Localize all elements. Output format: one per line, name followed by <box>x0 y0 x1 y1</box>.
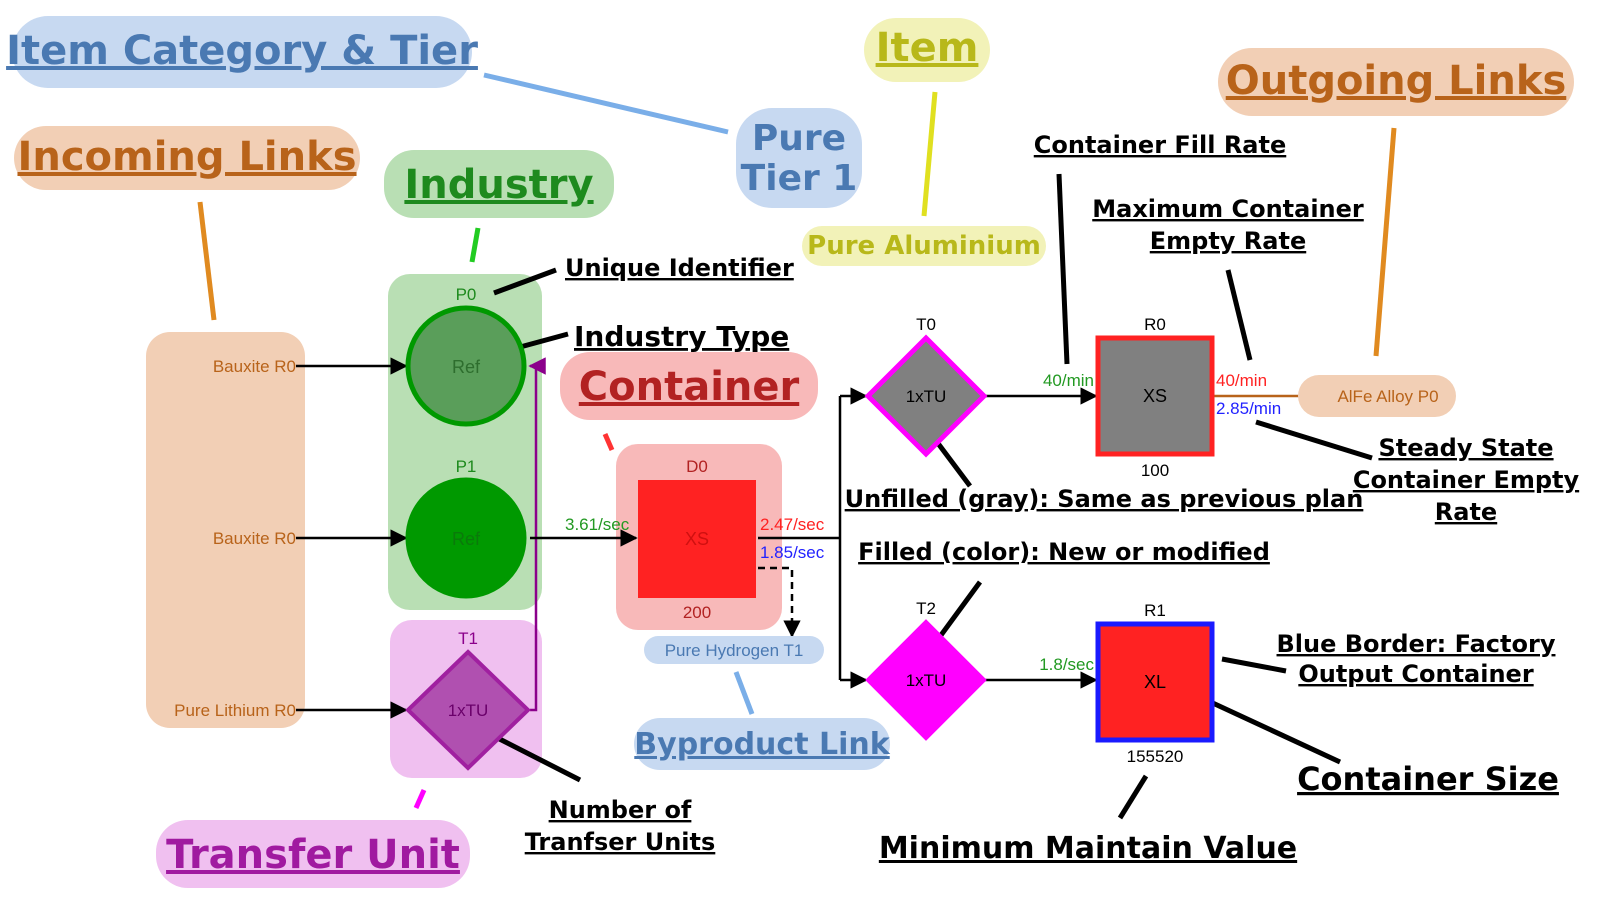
callout-container-fill-rate: Container Fill Rate <box>1034 131 1287 159</box>
callout-blue-border-2: Output Container <box>1298 660 1534 688</box>
category-line1: Pure <box>752 118 846 159</box>
category-tier-box <box>736 108 862 208</box>
container-d0-min: 200 <box>683 603 711 622</box>
callout-incoming-links: Incoming Links <box>17 134 356 180</box>
rate-r0-out-max: 40/min <box>1216 371 1267 390</box>
transfer-t1-label: 1xTU <box>448 701 489 720</box>
callout-unfilled-gray: Unfilled (gray): Same as previous plan <box>845 485 1364 513</box>
leader-max-empty <box>1225 269 1253 361</box>
callout-blue-border-1: Blue Border: Factory <box>1277 630 1556 658</box>
callout-pill-container <box>560 352 818 420</box>
rate-r1-in: 1.8/sec <box>1039 655 1094 674</box>
callout-unique-identifier: Unique Identifier <box>565 254 794 282</box>
callout-item-category-tier: Item Category & Tier <box>6 28 478 74</box>
leader-steady-state <box>1255 419 1373 461</box>
output-link-box[interactable] <box>1298 375 1456 417</box>
callout-num-transfer-1: Number of <box>549 796 692 824</box>
leader-item-category <box>483 72 729 135</box>
callout-max-empty-rate-1: Maximum Container <box>1092 195 1364 223</box>
item-name: Pure Aluminium <box>807 231 1041 261</box>
callout-max-empty-rate-2: Empty Rate <box>1150 227 1306 255</box>
leader-filled <box>933 580 983 644</box>
callout-minimum-maintain: Minimum Maintain Value <box>879 831 1297 866</box>
container-r0-id: R0 <box>1144 315 1166 334</box>
callout-steady-state-3: Rate <box>1435 498 1497 526</box>
leader-container <box>602 432 615 452</box>
leader-item <box>921 91 938 217</box>
leader-fill-rate <box>1056 173 1070 365</box>
container-r0-size: XS <box>1143 386 1167 406</box>
rate-d0-in: 3.61/sec <box>565 515 630 534</box>
leader-outgoing <box>1373 127 1397 357</box>
leader-transfer <box>413 788 427 810</box>
callout-outgoing-links: Outgoing Links <box>1226 58 1567 104</box>
industry-p1-id: P1 <box>456 457 477 476</box>
input-label-3: Pure Lithium R0 <box>174 701 296 720</box>
callout-pill-item <box>864 18 990 82</box>
callout-num-transfer-2: Tranfser Units <box>525 828 716 856</box>
rate-r0-out-steady: 2.85/min <box>1216 399 1281 418</box>
input-label-2: Bauxite R0 <box>213 529 296 548</box>
transfer-t0-id: T0 <box>916 315 936 334</box>
container-r1-min: 155520 <box>1127 747 1184 766</box>
industry-p1-type: Ref <box>452 529 481 549</box>
transfer-t2-id: T2 <box>916 599 936 618</box>
container-r0-min: 100 <box>1141 461 1169 480</box>
callout-industry-type: Industry Type <box>574 320 789 353</box>
industry-p1-node[interactable] <box>405 477 527 599</box>
leader-industry <box>469 227 481 263</box>
industry-p0-type: Ref <box>452 357 481 377</box>
transfer-t0-node[interactable] <box>864 334 988 458</box>
inputs-group-box <box>146 332 305 728</box>
transfer-t0-label: 1xTU <box>906 387 947 406</box>
container-d0-id: D0 <box>686 457 708 476</box>
industry-p0-id: P0 <box>456 285 477 304</box>
callout-container-size: Container Size <box>1297 760 1559 798</box>
leader-unique-id <box>493 267 557 296</box>
callout-pill-transfer <box>156 820 470 888</box>
callout-byproduct-link: Byproduct Link <box>634 727 890 762</box>
container-r1-node[interactable] <box>1095 621 1215 743</box>
container-d0-node[interactable] <box>638 480 756 598</box>
leader-byproduct <box>733 671 755 715</box>
rate-d0-out-max: 2.47/sec <box>760 515 825 534</box>
container-d0-size: XS <box>685 529 709 549</box>
leader-blue-border <box>1221 656 1287 674</box>
container-r1-id: R1 <box>1144 601 1166 620</box>
leader-unfilled <box>932 436 972 488</box>
callout-container: Container <box>579 364 800 410</box>
callout-pill-byproduct <box>634 718 890 770</box>
transfer-t1-id: T1 <box>458 629 478 648</box>
category-line2: Tier 1 <box>741 158 858 199</box>
industry-p0-node[interactable] <box>405 305 527 427</box>
leader-min-maintain <box>1117 774 1149 820</box>
callout-steady-state-2: Container Empty <box>1353 466 1580 494</box>
byproduct-box <box>644 636 824 664</box>
container-r0-node[interactable] <box>1095 335 1215 457</box>
callout-pill-incoming <box>14 126 360 190</box>
callout-pill-industry <box>384 150 614 218</box>
callout-filled-color: Filled (color): New or modified <box>858 538 1270 566</box>
callout-industry: Industry <box>404 162 593 208</box>
transfer-t2-label: 1xTU <box>906 671 947 690</box>
container-r1-size: XL <box>1144 672 1166 692</box>
callout-steady-state-1: Steady State <box>1378 434 1553 462</box>
transfer-t2-node[interactable] <box>865 619 987 741</box>
rate-r0-in: 40/min <box>1043 371 1094 390</box>
byproduct-label: Pure Hydrogen T1 <box>665 641 804 660</box>
callout-pill-outgoing <box>1218 48 1574 116</box>
callout-pill-item-category <box>12 16 472 88</box>
item-name-box <box>802 226 1046 266</box>
rate-d0-out-steady: 1.85/sec <box>760 543 825 562</box>
leader-incoming <box>197 201 217 321</box>
callout-item: Item <box>876 25 979 71</box>
callout-transfer-unit: Transfer Unit <box>166 832 460 878</box>
output-link-label: AlFe Alloy P0 <box>1337 387 1438 406</box>
input-label-1: Bauxite R0 <box>213 357 296 376</box>
transfer-t1-node[interactable] <box>405 649 531 771</box>
